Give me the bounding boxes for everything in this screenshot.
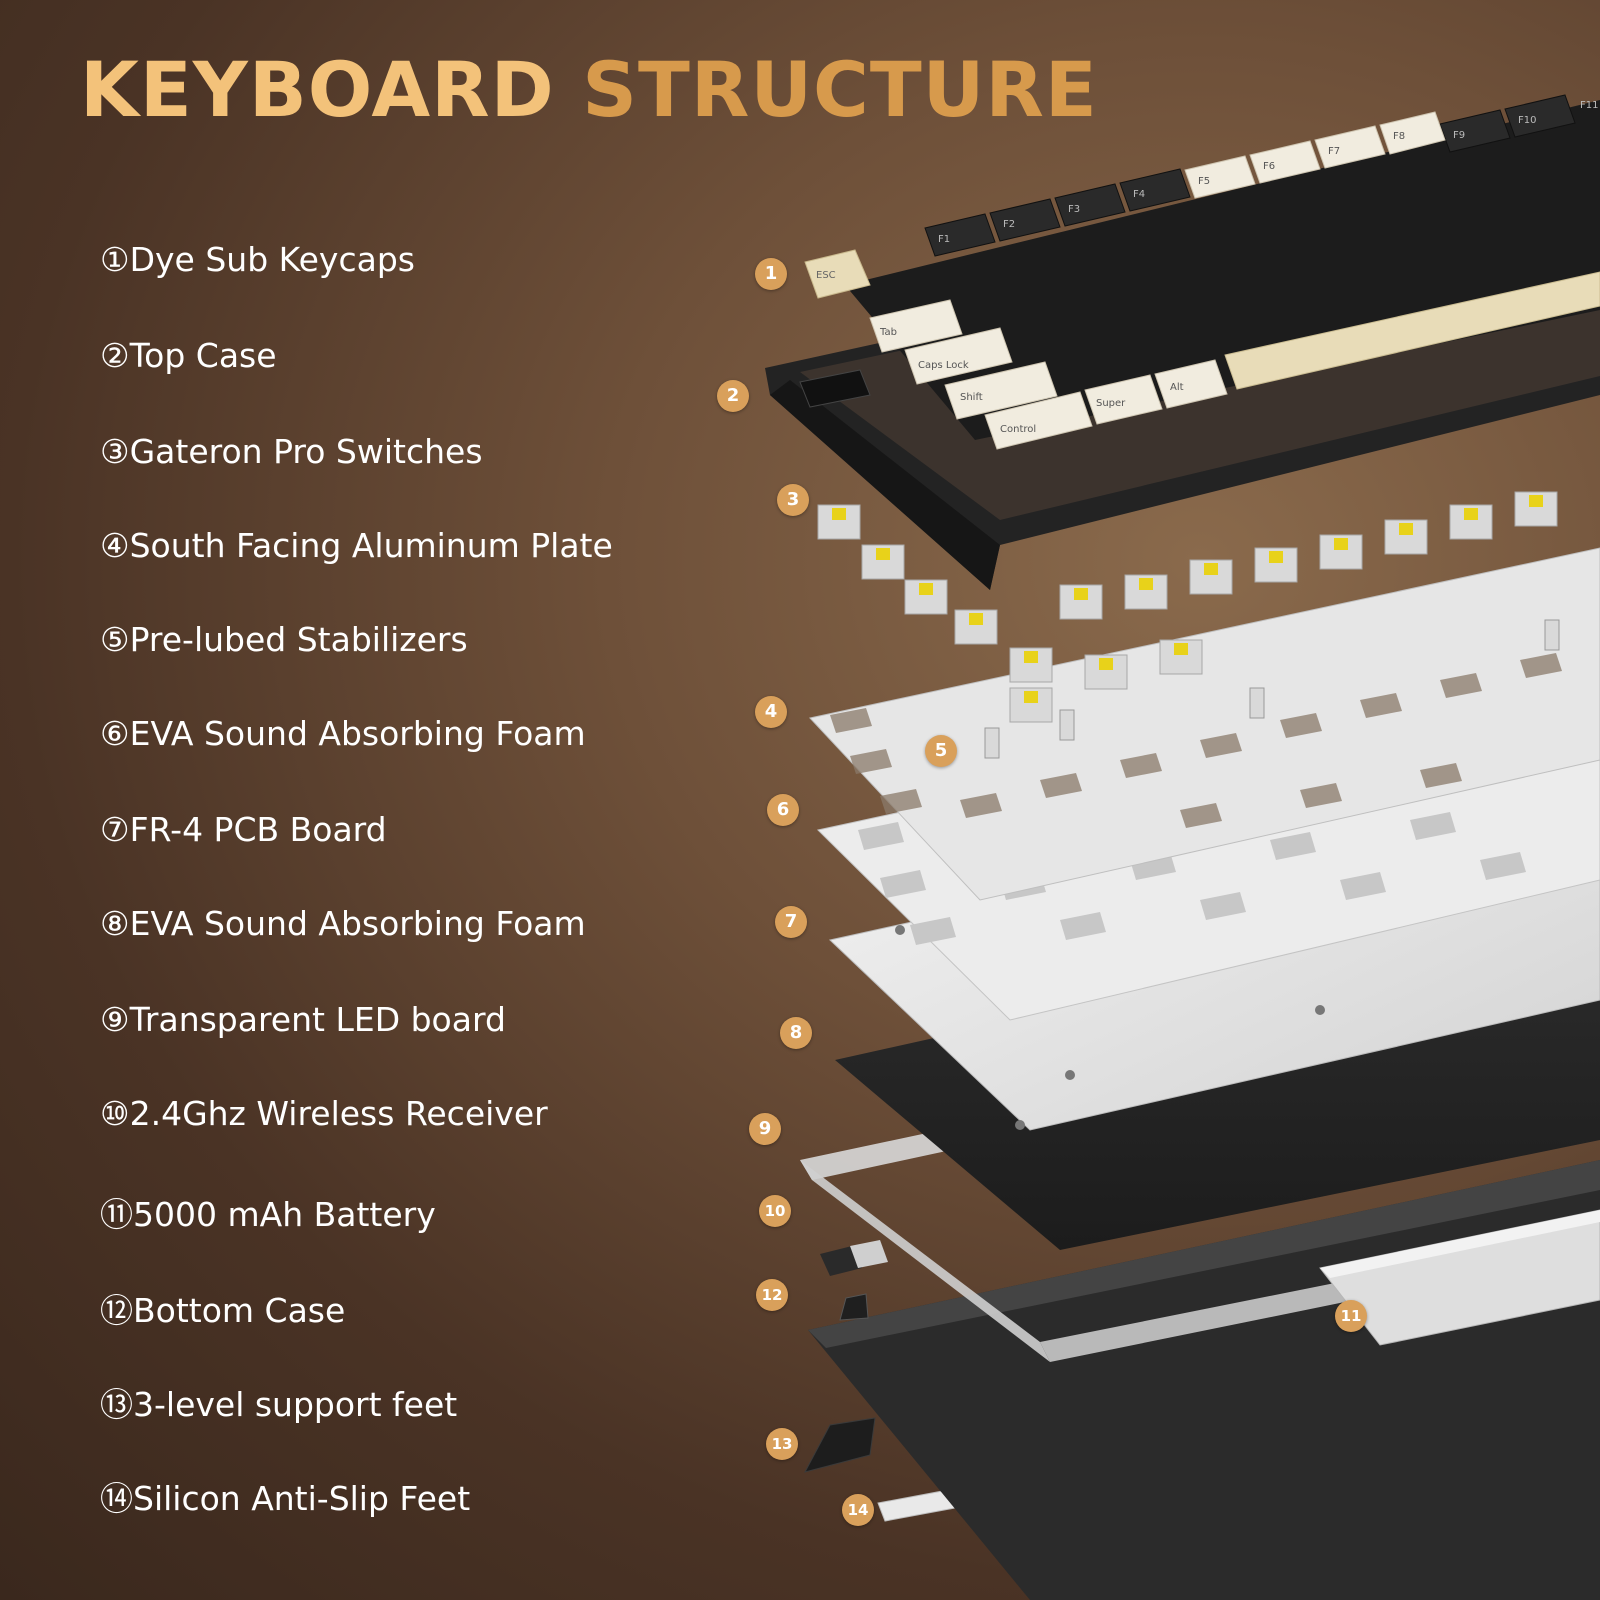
feature-label: FR-4 PCB Board: [129, 810, 387, 849]
callout-badge: 6: [767, 794, 799, 826]
callout-badge: 4: [755, 696, 787, 728]
keycap-legend: F3: [1068, 204, 1080, 215]
callout-badge: 2: [717, 380, 749, 412]
keycap-legend: Super: [1096, 398, 1126, 409]
feature-item: ⑨Transparent LED board: [100, 1000, 506, 1039]
callout-badge: 11: [1335, 1300, 1367, 1332]
feature-label: EVA Sound Absorbing Foam: [129, 904, 586, 943]
feature-number: ①: [100, 240, 130, 279]
feature-number: ⑥: [100, 714, 130, 753]
feature-number: ⑨: [100, 1000, 130, 1039]
feature-number: ⑦: [100, 810, 130, 849]
feature-item: ⑦FR-4 PCB Board: [100, 810, 387, 849]
keycap-legend: Tab: [879, 327, 897, 338]
stabilizers: [984, 619, 1560, 759]
feature-item: ④South Facing Aluminum Plate: [100, 526, 613, 565]
callout-badge: 1: [755, 258, 787, 290]
keycap-legend: ESC: [816, 270, 836, 281]
feature-item: ⑧EVA Sound Absorbing Foam: [100, 904, 586, 943]
keycap-legend: F2: [1003, 219, 1015, 230]
feature-item: ⑥EVA Sound Absorbing Foam: [100, 714, 586, 753]
keycap-legend: F5: [1198, 176, 1210, 187]
feature-number: ④: [100, 526, 130, 565]
feature-label: Pre-lubed Stabilizers: [129, 620, 468, 659]
keycaps: F1 F2 F3 F4 F5 F6 F7 F8 F9 F10 F11 ESC T…: [804, 94, 1600, 450]
support-foot: [804, 1417, 876, 1473]
keycap-legend: F8: [1393, 131, 1405, 142]
feature-number: ⑧: [100, 904, 130, 943]
page-title: KEYBOARD STRUCTURE: [80, 52, 1098, 128]
keycap-legend: F10: [1518, 115, 1536, 126]
feature-number: ⑪: [100, 1195, 133, 1234]
keycap-legend: Caps Lock: [918, 360, 969, 371]
feature-number: ⑭: [100, 1479, 133, 1518]
keycap-legend: Shift: [960, 392, 983, 403]
title-part-1: KEYBOARD: [80, 45, 555, 134]
callout-badge: 14: [842, 1494, 874, 1526]
feature-number: ②: [100, 336, 130, 375]
feature-label: 2.4Ghz Wireless Receiver: [129, 1094, 548, 1133]
feature-label: South Facing Aluminum Plate: [129, 526, 613, 565]
feature-number: ⑤: [100, 620, 130, 659]
callout-badge: 10: [759, 1195, 791, 1227]
feature-number: ③: [100, 432, 130, 471]
feature-label: Bottom Case: [133, 1291, 346, 1330]
callout-badge: 13: [766, 1428, 798, 1460]
wireless-receiver: [820, 1240, 888, 1276]
feature-item: ⑭Silicon Anti-Slip Feet: [100, 1472, 470, 1520]
feature-item: ②Top Case: [100, 336, 277, 375]
keycap-legend: Control: [1000, 424, 1036, 435]
keycap-legend: F9: [1453, 130, 1465, 141]
keycap-legend: F1: [938, 234, 950, 245]
callout-badge: 12: [756, 1279, 788, 1311]
callout-badge: 8: [780, 1017, 812, 1049]
feature-label: Gateron Pro Switches: [129, 432, 483, 471]
title-part-2: STRUCTURE: [582, 45, 1098, 134]
callout-badge: 7: [775, 906, 807, 938]
feature-item: ⑫Bottom Case: [100, 1284, 345, 1332]
feature-item: ⑬3-level support feet: [100, 1378, 457, 1426]
feature-item: ③Gateron Pro Switches: [100, 432, 483, 471]
callout-badge: 5: [925, 735, 957, 767]
feature-item: ⑪5000 mAh Battery: [100, 1188, 436, 1236]
feature-label: 3-level support feet: [133, 1385, 458, 1424]
feature-number: ⑩: [100, 1094, 130, 1133]
keycap-legend: F4: [1133, 189, 1145, 200]
keycap-legend: F7: [1328, 146, 1340, 157]
feature-label: EVA Sound Absorbing Foam: [129, 714, 586, 753]
aluminum-plate: [809, 547, 1600, 901]
callout-badge: 9: [749, 1113, 781, 1145]
feature-item: ①Dye Sub Keycaps: [100, 240, 415, 279]
feature-label: 5000 mAh Battery: [133, 1195, 436, 1234]
feature-list: ①Dye Sub Keycaps ②Top Case ③Gateron Pro …: [100, 0, 740, 1600]
keycap-legend: F11: [1580, 100, 1598, 111]
keycap-legend: Alt: [1170, 382, 1184, 393]
keycap-legend: F6: [1263, 161, 1275, 172]
feature-item: ⑩2.4Ghz Wireless Receiver: [100, 1094, 548, 1133]
feature-number: ⑬: [100, 1385, 133, 1424]
feature-label: Dye Sub Keycaps: [129, 240, 415, 279]
callout-badge: 3: [777, 484, 809, 516]
feature-item: ⑤Pre-lubed Stabilizers: [100, 620, 468, 659]
feature-label: Transparent LED board: [129, 1000, 506, 1039]
feature-label: Silicon Anti-Slip Feet: [133, 1479, 471, 1518]
feature-number: ⑫: [100, 1291, 133, 1330]
feature-label: Top Case: [129, 336, 277, 375]
bottom-case: [808, 1160, 1600, 1600]
